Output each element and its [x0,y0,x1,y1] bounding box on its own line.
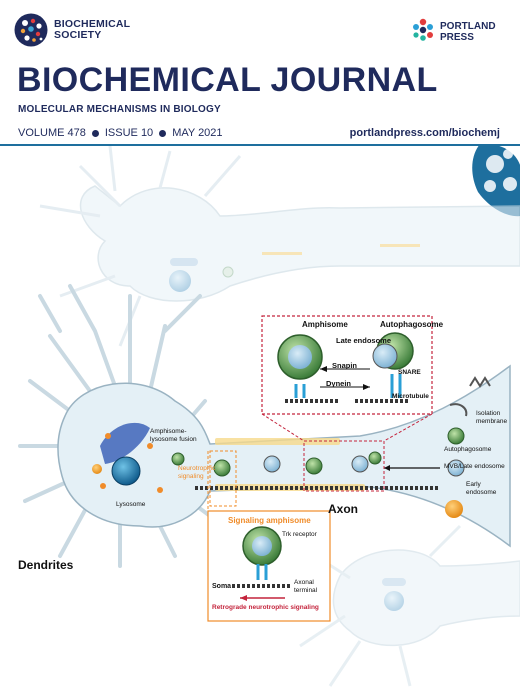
separator-dot-icon [159,129,167,137]
label-axon: Axon [328,502,358,516]
label-soma: Soma [212,583,232,590]
main-neuron [18,284,511,568]
journal-subtitle: MOLECULAR MECHANISMS IN BIOLOGY [18,104,221,115]
publisher-name: PORTLAND PRESS [440,21,496,43]
separator-dot-icon [91,129,99,137]
label-snare: SNARE [398,369,421,376]
background-neuron [299,524,520,687]
label-autophagosome-inset: Autophagosome [380,320,444,329]
journal-title: BIOCHEMICAL JOURNAL [17,61,438,99]
label-dendrites: Dendrites [18,558,74,572]
society-name: BIOCHEMICAL SOCIETY [54,18,131,41]
portland-press-logo [413,18,433,41]
issue-label: ISSUE 10 [104,127,154,139]
label-mvb-late-endosome: MVB/Late endosome [444,463,505,470]
cover-illustration [18,146,520,687]
label-late-endosome: Late endosome [336,336,392,345]
label-autophagosome: Autophagosome [444,446,492,453]
background-neuron [39,146,520,347]
label-signaling-amphisome: Signaling amphisome [228,516,311,525]
volume-label: VOLUME 478 [18,127,86,139]
bottom-inset [207,450,331,622]
cell-hexagon-icon [472,146,520,217]
header-divider [0,144,520,146]
label-microtubule: Microtubule [392,393,429,400]
biochemical-society-logo [14,13,48,47]
label-lysosome: Lysosome [116,501,146,508]
date-label: MAY 2021 [172,127,223,139]
label-amphisome-lysosome-fusion: Amphisome-lysosome fusion [150,428,197,443]
label-amphisome: Amphisome [302,320,348,329]
label-trk-receptor: Trk receptor [282,531,317,538]
label-snapin: Snapin [332,361,358,370]
label-retrograde-signaling: Retrograde neurotrophic signaling [212,604,319,611]
journal-url[interactable]: portlandpress.com/biochemj [349,127,500,139]
label-dynein: Dynein [326,379,352,388]
top-inset [261,315,433,492]
issue-info: VOLUME 478 ISSUE 10 MAY 2021 [18,127,223,139]
